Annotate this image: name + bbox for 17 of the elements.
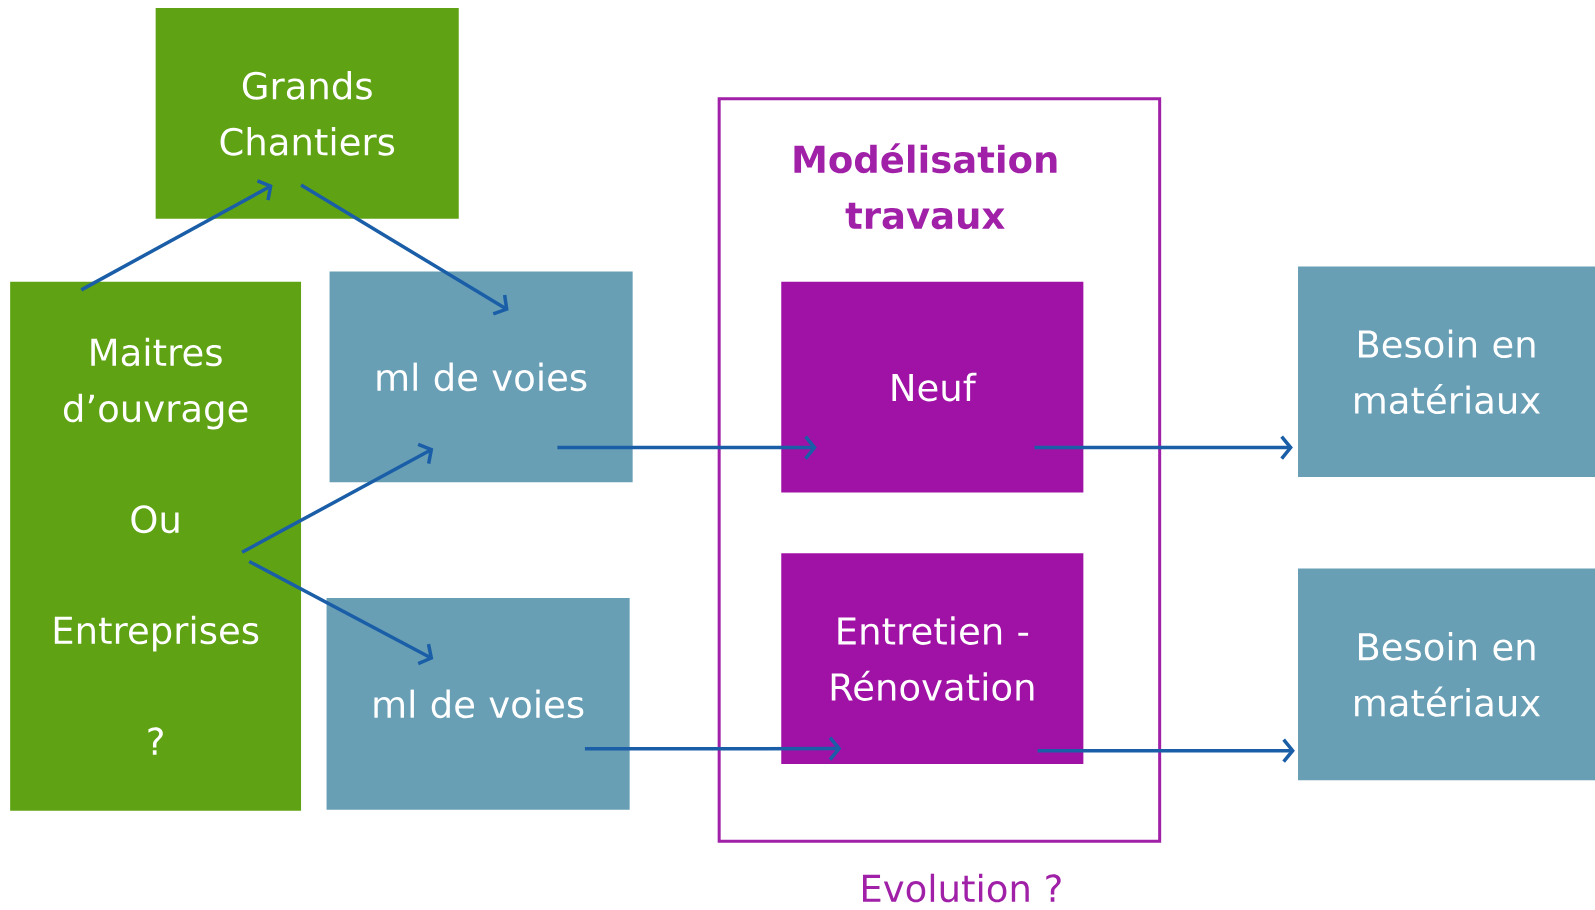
arrow <box>1037 738 1295 763</box>
arrow <box>1034 435 1293 460</box>
process-box: Entretien - Rénovation <box>781 553 1084 764</box>
process-box: Neuf <box>781 281 1084 493</box>
quantity-box: ml de voies <box>329 271 633 483</box>
process-box: Grands Chantiers <box>155 8 459 219</box>
output-box: Besoin en matériaux <box>1298 568 1595 781</box>
output-box: Besoin en matériaux <box>1298 266 1595 478</box>
arrow <box>557 435 817 460</box>
arrow <box>300 183 509 316</box>
quantity-box: ml de voies <box>326 598 630 810</box>
arrow <box>584 736 842 761</box>
arrow <box>80 179 273 292</box>
arrow <box>248 559 434 666</box>
frame-caption: Evolution ? <box>863 873 1061 903</box>
arrow <box>241 442 434 554</box>
actor-box: Maitres d’ouvrage Ou Entreprises ? <box>10 281 302 811</box>
